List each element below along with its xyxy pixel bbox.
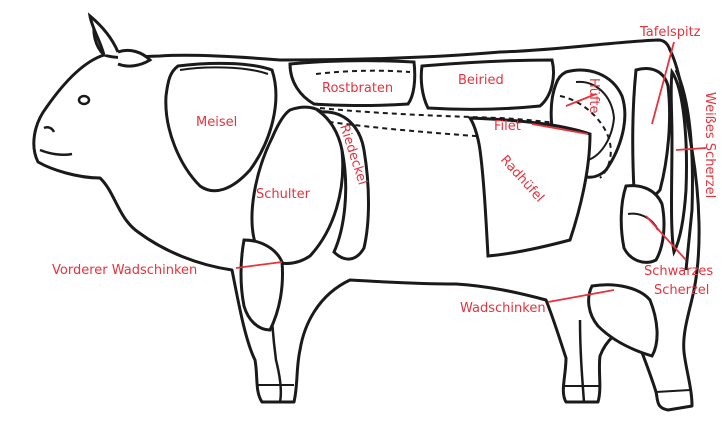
label-huefte: Hüfte: [586, 78, 601, 113]
label-weisses-scherzel: Weißes Scherzel: [702, 92, 717, 198]
label-meisel: Meisel: [196, 115, 237, 130]
eye: [79, 96, 89, 104]
label-schulter: Schulter: [256, 187, 311, 202]
label-filet: Filet: [494, 119, 521, 134]
label-beiried: Beiried: [458, 73, 504, 88]
cut-schwarzes-scherzel: [621, 186, 664, 263]
label-wadschinken: Wadschinken: [460, 301, 546, 316]
label-tafelspitz: Tafelspitz: [639, 25, 701, 40]
label-schwarzes-2: Scherzel: [654, 283, 709, 298]
cut-vorderer-wadschinken: [241, 240, 283, 330]
label-rostbraten: Rostbraten: [322, 81, 393, 96]
label-vorderer-wadschinken: Vorderer Wadschinken: [52, 263, 197, 278]
cut-tafelspitz: [633, 69, 670, 198]
label-schwarzes-1: Schwarzes: [644, 264, 713, 279]
